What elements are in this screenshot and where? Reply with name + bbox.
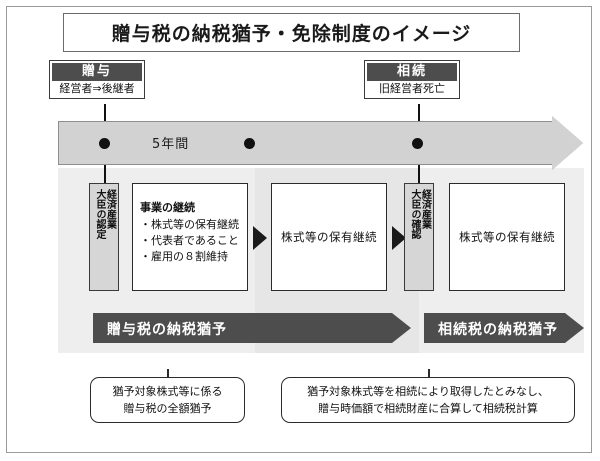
strip-certification: 経済産業 大臣の認定 (89, 183, 119, 291)
timeline-dot-3 (412, 138, 423, 149)
timeline-arrow: 5年間 (58, 116, 584, 170)
callout-gift-notch (167, 369, 169, 378)
timeline-duration-label: 5年間 (152, 137, 190, 152)
timeline-dot-1 (99, 138, 110, 149)
strip-certification-col1: 経済産業 (104, 189, 116, 229)
callout-gift: 猶予対象株式等に係る 贈与税の全額猶予 (90, 377, 245, 423)
banner-inheritance-body (424, 313, 565, 343)
business-continuation-item-1: ・株式等の保有継続 (140, 217, 239, 231)
business-continuation-heading: 事業の継続 (140, 201, 195, 214)
strip-confirmation: 経済産業 大臣の確認 (404, 183, 434, 291)
timeline-arrowhead (552, 116, 583, 170)
callout-gift-line-2: 贈与税の全額猶予 (123, 402, 212, 415)
banner-inheritance-tax-deferral: 相続税の納税猶予 (424, 313, 584, 343)
strip-confirmation-col1: 経済産業 (419, 189, 431, 229)
holding-continuation-1-text: 株式等の保有継続 (281, 230, 377, 244)
banner-inheritance-arrowhead (565, 313, 584, 343)
event-succession-subtitle: 旧経営者死亡 (379, 82, 445, 95)
event-label-gift: 贈与 経営者⇒後継者 (49, 60, 145, 100)
business-continuation-content: 事業の継続 ・株式等の保有継続 ・代表者であること ・雇用の８割維持 (140, 200, 247, 265)
banner-gift-body (93, 313, 392, 343)
callout-succession-line-1: 猶予対象株式等を相続により取得したとみなし、 (307, 384, 549, 398)
box-business-continuation: 事業の継続 ・株式等の保有継続 ・代表者であること ・雇用の８割維持 (132, 183, 248, 291)
event-gift-header: 贈与 (52, 63, 142, 81)
callout-succession: 猶予対象株式等を相続により取得したとみなし、 贈与時価額で相続財産に合算して相続… (281, 377, 575, 423)
callout-succession-notch (428, 369, 430, 378)
callout-gift-line-1: 猶予対象株式等に係る (112, 384, 223, 398)
timeline-dot-2 (244, 138, 255, 149)
diagram-title: 贈与税の納税猶予・免除制度のイメージ (111, 23, 472, 45)
banner-gift-tax-deferral: 贈与税の納税猶予 (93, 313, 411, 343)
banner-gift-arrowhead (392, 313, 411, 343)
banner-inheritance-label: 相続税の納税猶予 (438, 322, 558, 338)
event-label-succession: 相続 旧経営者死亡 (364, 60, 460, 100)
box-holding-continuation-2: 株式等の保有継続 (449, 183, 565, 291)
event-succession-header: 相続 (367, 63, 457, 81)
business-continuation-item-2: ・代表者であること (140, 233, 239, 247)
callout-succession-line-2: 贈与時価額で相続財産に合算して相続税計算 (318, 402, 538, 415)
business-continuation-item-3: ・雇用の８割維持 (140, 249, 228, 263)
holding-continuation-2-text: 株式等の保有継続 (459, 230, 555, 244)
timeline-arrow-body (58, 121, 553, 165)
strip-certification-col2: 大臣の認定 (94, 189, 105, 239)
strip-confirmation-col2: 大臣の確認 (409, 189, 420, 239)
flow-triangle-2 (392, 226, 406, 250)
box-holding-continuation-1: 株式等の保有継続 (271, 183, 387, 291)
banner-gift-label: 贈与税の納税猶予 (107, 322, 227, 338)
event-gift-subtitle: 経営者⇒後継者 (59, 82, 135, 95)
diagram-title-box: 贈与税の納税猶予・免除制度のイメージ (63, 13, 520, 52)
flow-triangle-1 (253, 226, 267, 250)
